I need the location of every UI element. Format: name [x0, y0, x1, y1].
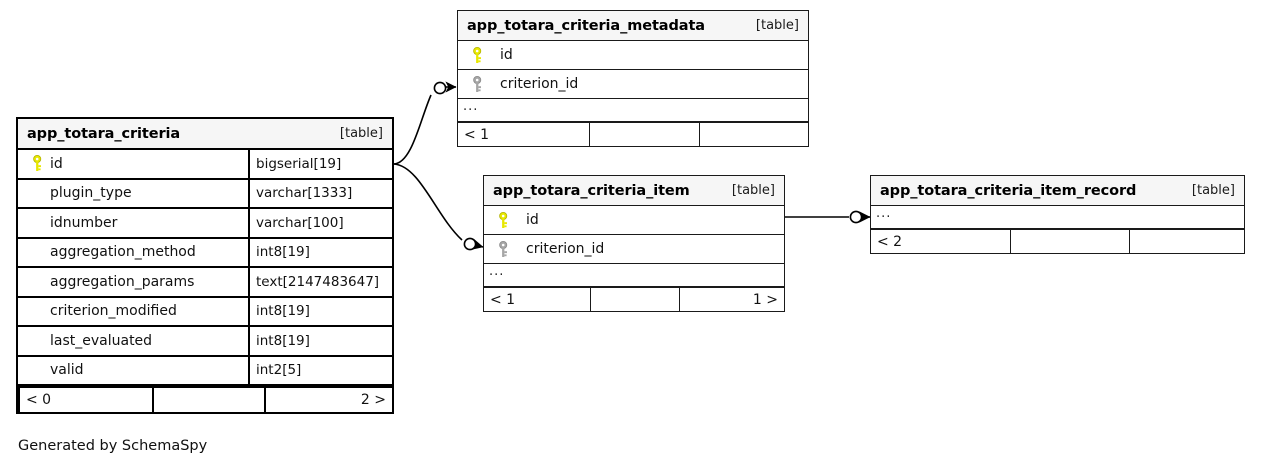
- column-label: id: [50, 155, 63, 172]
- table-header: app_totara_criteria_item [table]: [484, 176, 784, 206]
- column-label: idnumber: [50, 214, 118, 231]
- column-name-cell: id: [18, 150, 248, 178]
- column-name-cell: aggregation_params: [18, 268, 248, 296]
- table-row[interactable]: aggregation_method int8[19]: [18, 238, 392, 268]
- table-row[interactable]: plugin_type varchar[1333]: [18, 179, 392, 209]
- column-label: aggregation_method: [50, 244, 196, 261]
- edge-item-to-item-record: [785, 210, 871, 224]
- generated-by-caption: Generated by SchemaSpy: [18, 438, 208, 454]
- table-footer: < 1 1 >: [484, 287, 784, 311]
- column-name-cell: last_evaluated: [18, 327, 248, 355]
- edge-criteria-to-item: [393, 163, 484, 251]
- more-columns-ellipsis: ...: [871, 206, 1244, 229]
- footer-parent-count: < 1: [464, 126, 490, 143]
- column-name-cell: criterion_modified: [18, 298, 248, 326]
- column-type: varchar[100]: [248, 209, 392, 237]
- table-row[interactable]: aggregation_params text[2147483647]: [18, 268, 392, 298]
- column-name-cell: criterion_id: [484, 235, 784, 263]
- column-name-cell: valid: [18, 357, 248, 385]
- column-name-cell: plugin_type: [18, 180, 248, 208]
- footer-center: [1010, 230, 1129, 253]
- edge-criteria-to-metadata: [393, 81, 457, 165]
- table-footer: < 1: [458, 122, 808, 146]
- ellipsis-label: ...: [463, 99, 479, 114]
- key-icon-primary: [24, 155, 50, 172]
- column-label: last_evaluated: [50, 332, 153, 349]
- table-app-totara-criteria-item[interactable]: app_totara_criteria_item [table] id: [483, 175, 785, 312]
- table-row[interactable]: idnumber varchar[100]: [18, 209, 392, 239]
- table-title: app_totara_criteria_item_record: [880, 182, 1137, 199]
- footer-parent-count: < 1: [490, 291, 516, 308]
- table-header: app_totara_criteria [table]: [18, 119, 392, 150]
- table-app-totara-criteria[interactable]: app_totara_criteria [table] id bigserial…: [16, 117, 394, 414]
- column-type: int8[19]: [248, 297, 392, 325]
- column-name-cell: id: [458, 41, 808, 69]
- column-type: int2[5]: [248, 356, 392, 384]
- key-icon-primary: [490, 211, 516, 229]
- column-label: criterion_id: [526, 241, 605, 257]
- column-label: valid: [50, 362, 84, 379]
- table-row[interactable]: criterion_id: [484, 235, 784, 264]
- column-type: varchar[1333]: [248, 179, 392, 207]
- footer-center: [590, 288, 679, 311]
- table-row[interactable]: criterion_id: [458, 70, 808, 99]
- column-label: plugin_type: [50, 185, 132, 202]
- column-label: criterion_id: [500, 76, 579, 92]
- footer-child-count: [1129, 230, 1244, 253]
- table-title: app_totara_criteria: [27, 125, 181, 142]
- column-label: id: [526, 212, 539, 228]
- footer-parent-count: < 2: [877, 233, 903, 250]
- column-type: text[2147483647]: [248, 268, 392, 296]
- column-name-cell: aggregation_method: [18, 239, 248, 267]
- table-footer: < 2: [871, 229, 1244, 253]
- key-icon-primary: [464, 46, 490, 64]
- table-app-totara-criteria-item-record[interactable]: app_totara_criteria_item_record [table] …: [870, 175, 1245, 254]
- table-title: app_totara_criteria_metadata: [467, 17, 705, 34]
- column-type: bigserial[19]: [248, 150, 392, 178]
- footer-child-count: 2 >: [264, 388, 392, 412]
- more-columns-ellipsis: ...: [484, 264, 784, 287]
- table-row[interactable]: id: [484, 206, 784, 235]
- column-label: aggregation_params: [50, 273, 195, 290]
- footer-center: [589, 123, 699, 146]
- footer-child-count: [699, 123, 808, 146]
- footer-parent-count: < 0: [18, 388, 152, 412]
- column-label: criterion_modified: [50, 303, 177, 320]
- table-type-tag: [table]: [731, 183, 775, 198]
- table-type-tag: [table]: [755, 18, 799, 33]
- ellipsis-label: ...: [489, 264, 505, 279]
- table-row[interactable]: criterion_modified int8[19]: [18, 297, 392, 327]
- column-name-cell: idnumber: [18, 209, 248, 237]
- table-row[interactable]: id bigserial[19]: [18, 150, 392, 180]
- ellipsis-label: ...: [876, 206, 892, 221]
- column-type: int8[19]: [248, 327, 392, 355]
- table-header: app_totara_criteria_item_record [table]: [871, 176, 1244, 206]
- key-icon-foreign: [490, 240, 516, 258]
- column-name-cell: criterion_id: [458, 70, 808, 98]
- table-type-tag: [table]: [1191, 183, 1235, 198]
- column-label: id: [500, 47, 513, 63]
- column-type: int8[19]: [248, 238, 392, 266]
- table-row[interactable]: last_evaluated int8[19]: [18, 327, 392, 357]
- table-row[interactable]: id: [458, 41, 808, 70]
- more-columns-ellipsis: ...: [458, 99, 808, 122]
- table-row[interactable]: valid int2[5]: [18, 356, 392, 386]
- table-header: app_totara_criteria_metadata [table]: [458, 11, 808, 41]
- column-name-cell: id: [484, 206, 784, 234]
- footer-child-count: 1 >: [679, 288, 784, 311]
- key-icon-foreign: [464, 75, 490, 93]
- table-title: app_totara_criteria_item: [493, 182, 690, 199]
- table-type-tag: [table]: [339, 126, 383, 141]
- footer-center: [152, 388, 264, 412]
- table-app-totara-criteria-metadata[interactable]: app_totara_criteria_metadata [table] id: [457, 10, 809, 147]
- table-footer: < 0 2 >: [18, 386, 392, 412]
